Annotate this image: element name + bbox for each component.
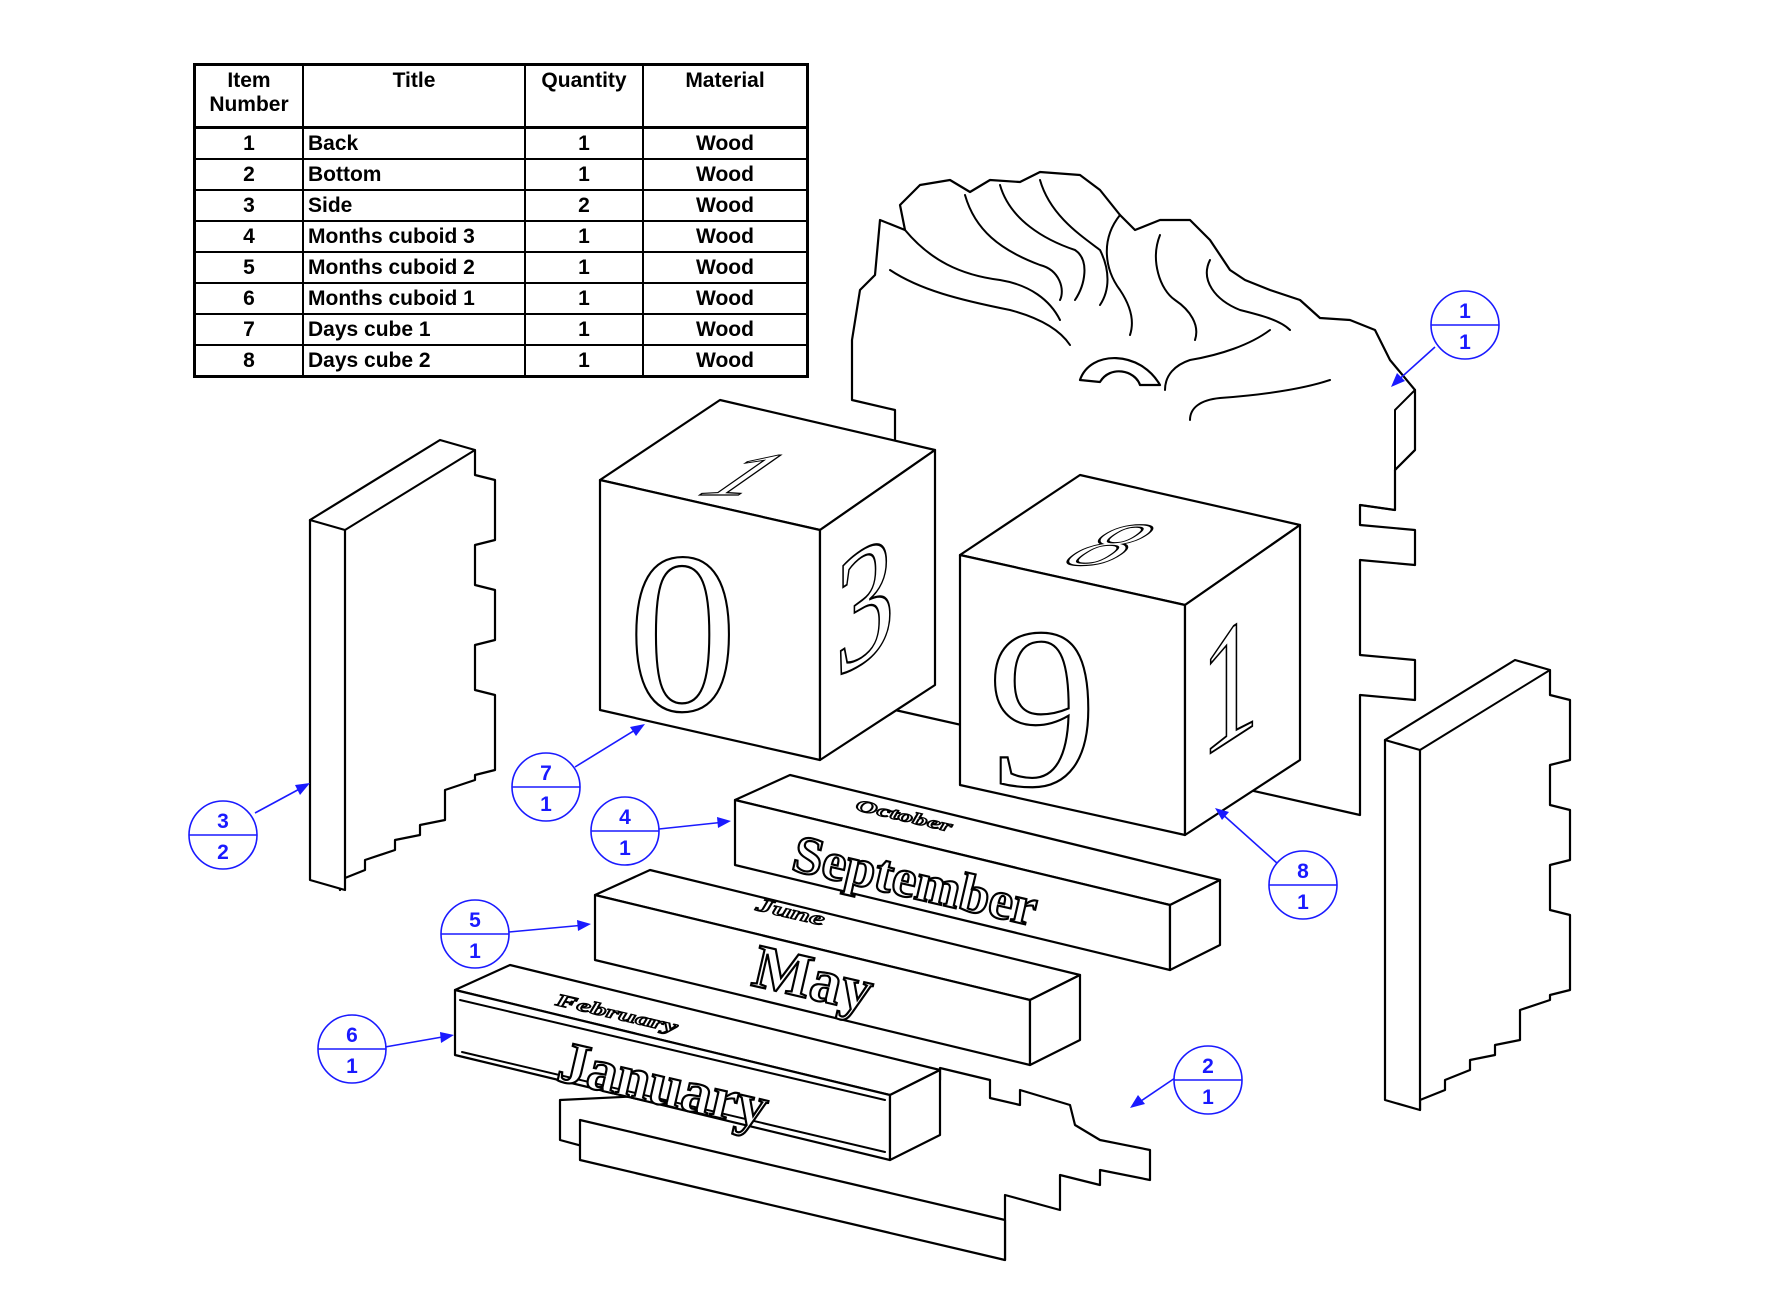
bom-cell-material: Wood [642, 189, 809, 222]
balloon-8-qty: 1 [1297, 891, 1309, 914]
bom-cell-qty: 1 [524, 282, 644, 315]
months-cuboid-2-part: May June [593, 868, 1082, 1067]
bom-cell-title: Months cuboid 2 [302, 251, 526, 284]
bom-cell-material: Wood [642, 158, 809, 191]
bom-cell-item: 1 [193, 126, 304, 160]
bom-cell-item: 2 [193, 158, 304, 191]
balloon-8: 8 1 [1215, 808, 1338, 920]
days-cube-2-part: 9 1 8 [958, 473, 1302, 836]
bom-cell-material: Wood [642, 126, 809, 160]
bom-cell-qty: 2 [524, 189, 644, 222]
balloon-1-item: 1 [1459, 300, 1471, 323]
bom-header-material: Material [642, 63, 809, 129]
balloon-8-item: 8 [1297, 860, 1309, 883]
balloon-4: 4 1 [590, 796, 731, 866]
balloon-5: 5 1 [440, 899, 591, 969]
bom-cell-qty: 1 [524, 126, 644, 160]
bom-cell-item: 8 [193, 344, 304, 378]
balloon-4-item: 4 [619, 806, 631, 829]
bom-cell-material: Wood [642, 313, 809, 346]
bom-cell-item: 6 [193, 282, 304, 315]
balloon-6: 6 1 [317, 1014, 454, 1084]
bom-cell-qty: 1 [524, 313, 644, 346]
bom-cell-title: Days cube 1 [302, 313, 526, 346]
balloon-2-qty: 1 [1202, 1086, 1214, 1109]
cube2-side-engraving: 1 [1200, 569, 1259, 797]
bom-cell-qty: 1 [524, 251, 644, 284]
days-cube-1-part: 0 3 1 [598, 398, 937, 761]
bom-cell-material: Wood [642, 344, 809, 378]
cube1-side-engraving: 3 [835, 489, 894, 717]
bom-cell-item: 4 [193, 220, 304, 253]
balloon-2: 2 1 [1130, 1045, 1243, 1115]
balloon-3-qty: 2 [217, 841, 229, 864]
balloon-1-qty: 1 [1459, 331, 1471, 354]
bom-cell-title: Months cuboid 1 [302, 282, 526, 315]
side-panel-right-part [1383, 658, 1572, 1112]
bom-cell-material: Wood [642, 251, 809, 284]
bom-cell-qty: 1 [524, 158, 644, 191]
bom-cell-item: 7 [193, 313, 304, 346]
balloon-7-item: 7 [540, 762, 552, 785]
balloon-7-qty: 1 [540, 793, 552, 816]
cube1-front-engraving: 0 [628, 505, 737, 760]
balloon-5-qty: 1 [469, 940, 481, 963]
bom-cell-item: 3 [193, 189, 304, 222]
balloon-6-item: 6 [346, 1024, 358, 1047]
balloon-3: 3 2 [188, 783, 310, 870]
bom-cell-material: Wood [642, 220, 809, 253]
bom-header-title: Title [302, 63, 526, 129]
balloon-6-qty: 1 [346, 1055, 358, 1078]
bom-cell-title: Bottom [302, 158, 526, 191]
balloon-7: 7 1 [511, 724, 645, 822]
bom-cell-material: Wood [642, 282, 809, 315]
bom-cell-title: Days cube 2 [302, 344, 526, 378]
bom-cell-item: 5 [193, 251, 304, 284]
balloon-3-item: 3 [217, 810, 229, 833]
bom-cell-qty: 1 [524, 344, 644, 378]
balloon-5-item: 5 [469, 909, 481, 932]
cube2-front-engraving: 9 [988, 580, 1097, 835]
balloon-1: 1 1 [1391, 290, 1500, 387]
balloon-2-item: 2 [1202, 1055, 1214, 1078]
side-panel-left-part [308, 438, 497, 892]
bom-cell-title: Months cuboid 3 [302, 220, 526, 253]
bom-header-quantity: Quantity [524, 63, 644, 129]
bom-cell-qty: 1 [524, 220, 644, 253]
balloon-4-qty: 1 [619, 837, 631, 860]
bom-cell-title: Side [302, 189, 526, 222]
